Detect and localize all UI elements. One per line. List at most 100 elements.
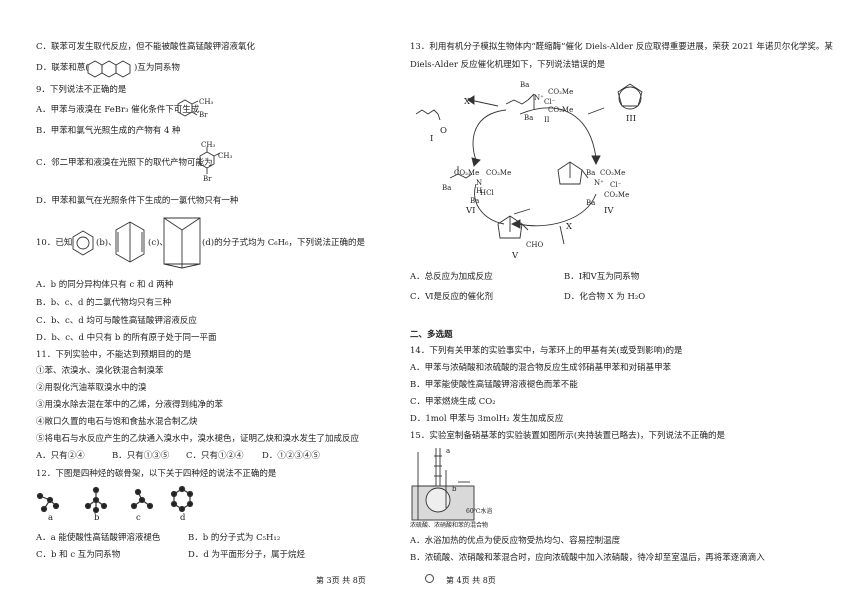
q12-option-c: C．b 和 c 互为同系物 xyxy=(36,550,121,560)
q12-option-a: A．a 能使酸性高锰酸钾溶液褪色 xyxy=(36,533,161,543)
q9c-ch3-label-2: CH₃ xyxy=(218,152,233,160)
q8-option-c: C．联苯可发生取代反应，但不能被酸性高锰酸钾溶液氧化 xyxy=(36,42,256,52)
q8-option-d-pre: D．联苯和蒽( xyxy=(36,63,89,73)
q15-option-a: A．水浴加热的优点为使反应物受热均匀、容易控制温度 xyxy=(410,536,621,546)
q10-option-a: A．b 的同分异构体只有 c 和 d 两种 xyxy=(36,280,174,290)
left-page-footer: 第 3页 共 8页 xyxy=(316,576,366,585)
scheme-IV-cl: Cl⁻ xyxy=(610,181,622,189)
scheme-IV-nplus: N⁺ xyxy=(594,179,604,187)
q9-option-d: D．甲苯和氯气在光照条件下生成的一氯代物只有一种 xyxy=(36,196,239,206)
apparatus-label-a: a xyxy=(446,447,451,455)
scheme-IV-co2me-1: CO₂Me xyxy=(600,169,626,177)
q10-option-c: C．b、c、d 均可与酸性高锰酸钾溶液反应 xyxy=(36,316,197,326)
scheme-VI-co2me-1: CO₂Me xyxy=(454,169,480,177)
q10-option-b: B．b、c、d 的二氯代物均只有三种 xyxy=(36,298,172,308)
q9-option-a: A．甲苯与液溴在 FeBr₃ 催化条件下可生成 xyxy=(36,105,200,115)
q9c-ch3-label-1: CH₃ xyxy=(201,141,216,149)
q13-option-d: D．化合物 X 为 H₂O xyxy=(564,292,646,302)
prismane-d-structure xyxy=(163,217,201,269)
q13-stem-line1: 13．利用有机分子模拟生物体内“醛缩酶”催化 Diels-Alder 反应取得重… xyxy=(410,42,833,52)
q14-option-a: A．甲苯与浓硝酸和浓硫酸的混合物反应生成邻硝基甲苯和对硝基甲苯 xyxy=(410,363,672,373)
benzene-b-structure xyxy=(72,230,94,256)
q14-option-c: C．甲苯燃烧生成 CO₂ xyxy=(410,397,496,407)
q12-carbon-skeletons xyxy=(36,485,194,514)
q9-stem: 9．下列说法不正确的是 xyxy=(36,85,127,95)
q11-option-a: A．只有②④ xyxy=(36,451,85,461)
q11-item-5: ⑤将电石与水反应产生的乙炔通入溴水中，溴水褪色，证明乙炔和溴水发生了加成反应 xyxy=(36,434,360,444)
scheme-II-co2me-2: CO₂Me xyxy=(548,106,574,114)
q9-option-b: B．甲苯和氯气光照生成的产物有 4 种 xyxy=(36,126,181,136)
bromotoluene-structure xyxy=(177,99,199,117)
scheme-II-ba-bottom: Ba xyxy=(524,114,534,122)
scheme-IV-ba-2: Ba xyxy=(586,199,596,207)
scheme-label-II: II xyxy=(544,116,550,124)
q11-item-3: ③用溴水除去混在苯中的乙烯，分液得到纯净的苯 xyxy=(36,400,224,410)
scheme-II-nplus: N⁺ xyxy=(534,94,544,102)
scheme-label-IV: IV xyxy=(604,206,614,216)
nitrobenzene-apparatus-diagram xyxy=(411,448,475,521)
scheme-VI-ba: Ba xyxy=(442,184,452,192)
q12-stem: 12．下图是四种烃的碳骨架，以下关于四种烃的说法不正确的是 xyxy=(36,469,277,479)
q10-option-d: D．b、c、d 中只有 b 的所有原子处于同一平面 xyxy=(36,333,217,343)
q9a-ch3-label: CH₃ xyxy=(199,98,214,106)
q14-option-d: D．1mol 甲苯与 3molH₂ 发生加成反应 xyxy=(410,414,564,424)
scheme-label-VI: VI xyxy=(466,206,476,216)
q11-option-d: D．①②③④⑤ xyxy=(262,451,320,461)
scheme-II-ba-top: Ba xyxy=(520,81,530,89)
q14-option-b: B．甲苯能使酸性高锰酸钾溶液褪色而苯不能 xyxy=(410,380,578,390)
scheme-VI-hcl: HCl xyxy=(480,189,494,197)
q12-option-d: D．d 为平面形分子，属于烷烃 xyxy=(188,550,305,560)
dibromo-xylene-structure xyxy=(199,147,221,174)
q10-stem-pre: 10．已知 xyxy=(36,238,73,248)
q12-label-b: b xyxy=(94,513,100,523)
q13-option-b: B．Ⅰ和Ⅴ互为同系物 xyxy=(564,272,640,282)
scheme-V-cho: CHO xyxy=(526,241,544,249)
apparatus-label-bath: 60℃水浴 xyxy=(466,508,493,515)
right-page-footer: 第 4页 共 8页 xyxy=(446,576,496,585)
q15-option-b: B．浓硫酸、浓硝酸和苯混合时，应向浓硫酸中加入浓硝酸，待冷却至室温后，再将苯逐滴… xyxy=(410,553,765,563)
q9-option-c: C．邻二甲苯和液溴在光照下的取代产物可能为 xyxy=(36,158,213,168)
q15-stem: 15．实验室制备硝基苯的实验装置如图所示(夹持装置已略去)，下列说法不正确的是 xyxy=(410,431,725,441)
q13-stem-line2: Diels-Alder 反应催化机理如下，下列说法错误的是 xyxy=(410,60,606,70)
scheme-VI-h: H xyxy=(476,187,483,195)
q13-option-a: A．总反应为加成反应 xyxy=(410,272,493,282)
scheme-VI-n: N xyxy=(476,179,483,187)
q12-label-a: a xyxy=(48,513,54,523)
anthracene-structure xyxy=(87,60,131,78)
q11-item-2: ②用裂化汽油萃取溴水中的溴 xyxy=(36,383,147,393)
q10-label-d: (d)的分子式均为 C₆H₆，下列说法正确的是 xyxy=(202,238,366,248)
q9a-br-label: Br xyxy=(199,111,208,119)
section-multi-choice-heading: 二、多选题 xyxy=(410,330,453,340)
q11-option-b: B．只有①③⑤ xyxy=(112,451,170,461)
scheme-label-V: V xyxy=(512,251,519,261)
scheme-VI-ba-2: Ba xyxy=(470,197,480,205)
catalytic-cycle-diagram xyxy=(415,83,643,245)
q12-label-d: d xyxy=(180,513,186,523)
q11-item-1: ①苯、浓溴水、溴化铁混合制溴苯 xyxy=(36,366,164,376)
q12-option-b: B．b 的分子式为 C₅H₁₂ xyxy=(188,533,281,543)
scheme-IV-co2me-2: CO₂Me xyxy=(604,191,630,199)
q11-option-c: C．只有①②④ xyxy=(186,451,244,461)
q9c-br-label: Br xyxy=(203,175,212,183)
scheme-VI-co2me-2: CO₂Me xyxy=(486,169,512,177)
scheme-IV-ba-1: Ba xyxy=(586,169,596,177)
scheme-label-I: I xyxy=(430,134,434,144)
q10-label-b: (b)、 xyxy=(96,238,117,248)
binding-circle-icon xyxy=(425,574,434,583)
q8-option-d-post: )互为同系物 xyxy=(134,63,180,73)
apparatus-label-b: b xyxy=(452,485,457,493)
q11-stem: 11．下列实验中，不能达到预期目的的是 xyxy=(36,350,192,360)
scheme-x-top: X xyxy=(464,97,471,107)
scheme-o-I: O xyxy=(440,126,447,136)
q12-label-c: c xyxy=(136,513,141,523)
scheme-II-cl: Cl⁻ xyxy=(544,98,556,106)
q13-option-c: C．Ⅵ是反应的催化剂 xyxy=(410,292,494,302)
scheme-II-co2me-1: CO₂Me xyxy=(548,88,574,96)
scheme-label-III: III xyxy=(626,114,637,124)
q10-label-c: (c)、 xyxy=(148,238,168,248)
scheme-x-bottom: X xyxy=(566,222,573,232)
q11-item-4: ④敞口久置的电石与饱和食盐水混合制乙炔 xyxy=(36,417,198,427)
apparatus-label-mixture: 浓硫酸、浓硝酸和苯的混合物 xyxy=(410,522,489,529)
dewar-benzene-c-structure xyxy=(115,221,145,263)
q14-stem: 14．下列有关甲苯的实验事实中，与苯环上的甲基有关(或受到影响)的是 xyxy=(410,346,683,356)
